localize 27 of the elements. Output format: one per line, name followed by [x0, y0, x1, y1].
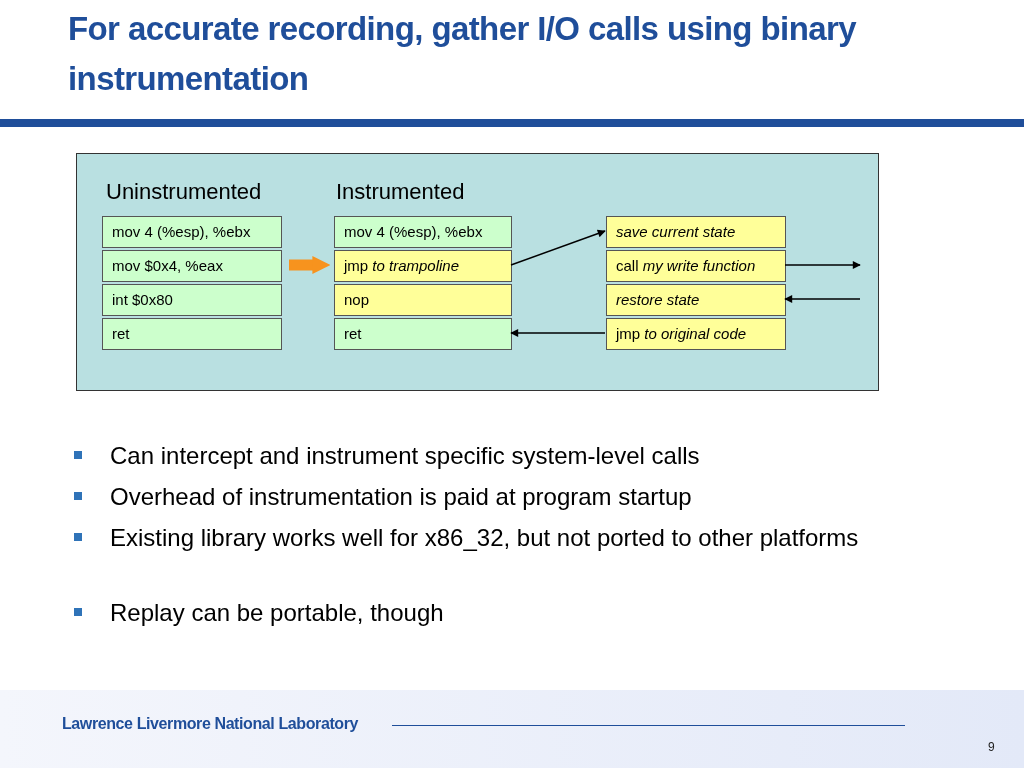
bullet-text: Replay can be portable, though [110, 598, 445, 628]
code-box: restore state [606, 284, 786, 316]
code-box: ret [334, 318, 512, 350]
code-box: ret [102, 318, 282, 350]
code-box: call my write function [606, 250, 786, 282]
code-box: nop [334, 284, 512, 316]
arrow [510, 229, 606, 266]
code-box: jmp to trampoline [334, 250, 512, 282]
code-box: int $0x80 [102, 284, 282, 316]
arrow [784, 261, 861, 269]
bullet-text: Can intercept and instrument specific system-level calls [110, 441, 701, 471]
bullet-text: Overhead of instrumentation is paid at program startup [110, 482, 693, 512]
code-box: mov 4 (%esp), %ebx [334, 216, 512, 248]
column-heading: Instrumented [336, 179, 465, 205]
slide-title: For accurate recording, gather I/O calls using binary instrumentation [68, 9, 858, 99]
arrow [784, 295, 861, 303]
code-box: save current state [606, 216, 786, 248]
bullet-text: Existing library works well for x86_32, but not ported to other platforms [110, 523, 860, 553]
footer-text: Lawrence Livermore National Laboratory [62, 715, 358, 733]
diagram-panel [76, 153, 879, 391]
code-box: mov 4 (%esp), %ebx [102, 216, 282, 248]
column-heading: Uninstrumented [106, 179, 262, 205]
page-number: 9 [988, 740, 995, 754]
arrow [510, 329, 606, 337]
code-box: mov $0x4, %eax [102, 250, 282, 282]
block-arrow [289, 256, 331, 274]
code-box: jmp to original code [606, 318, 786, 350]
